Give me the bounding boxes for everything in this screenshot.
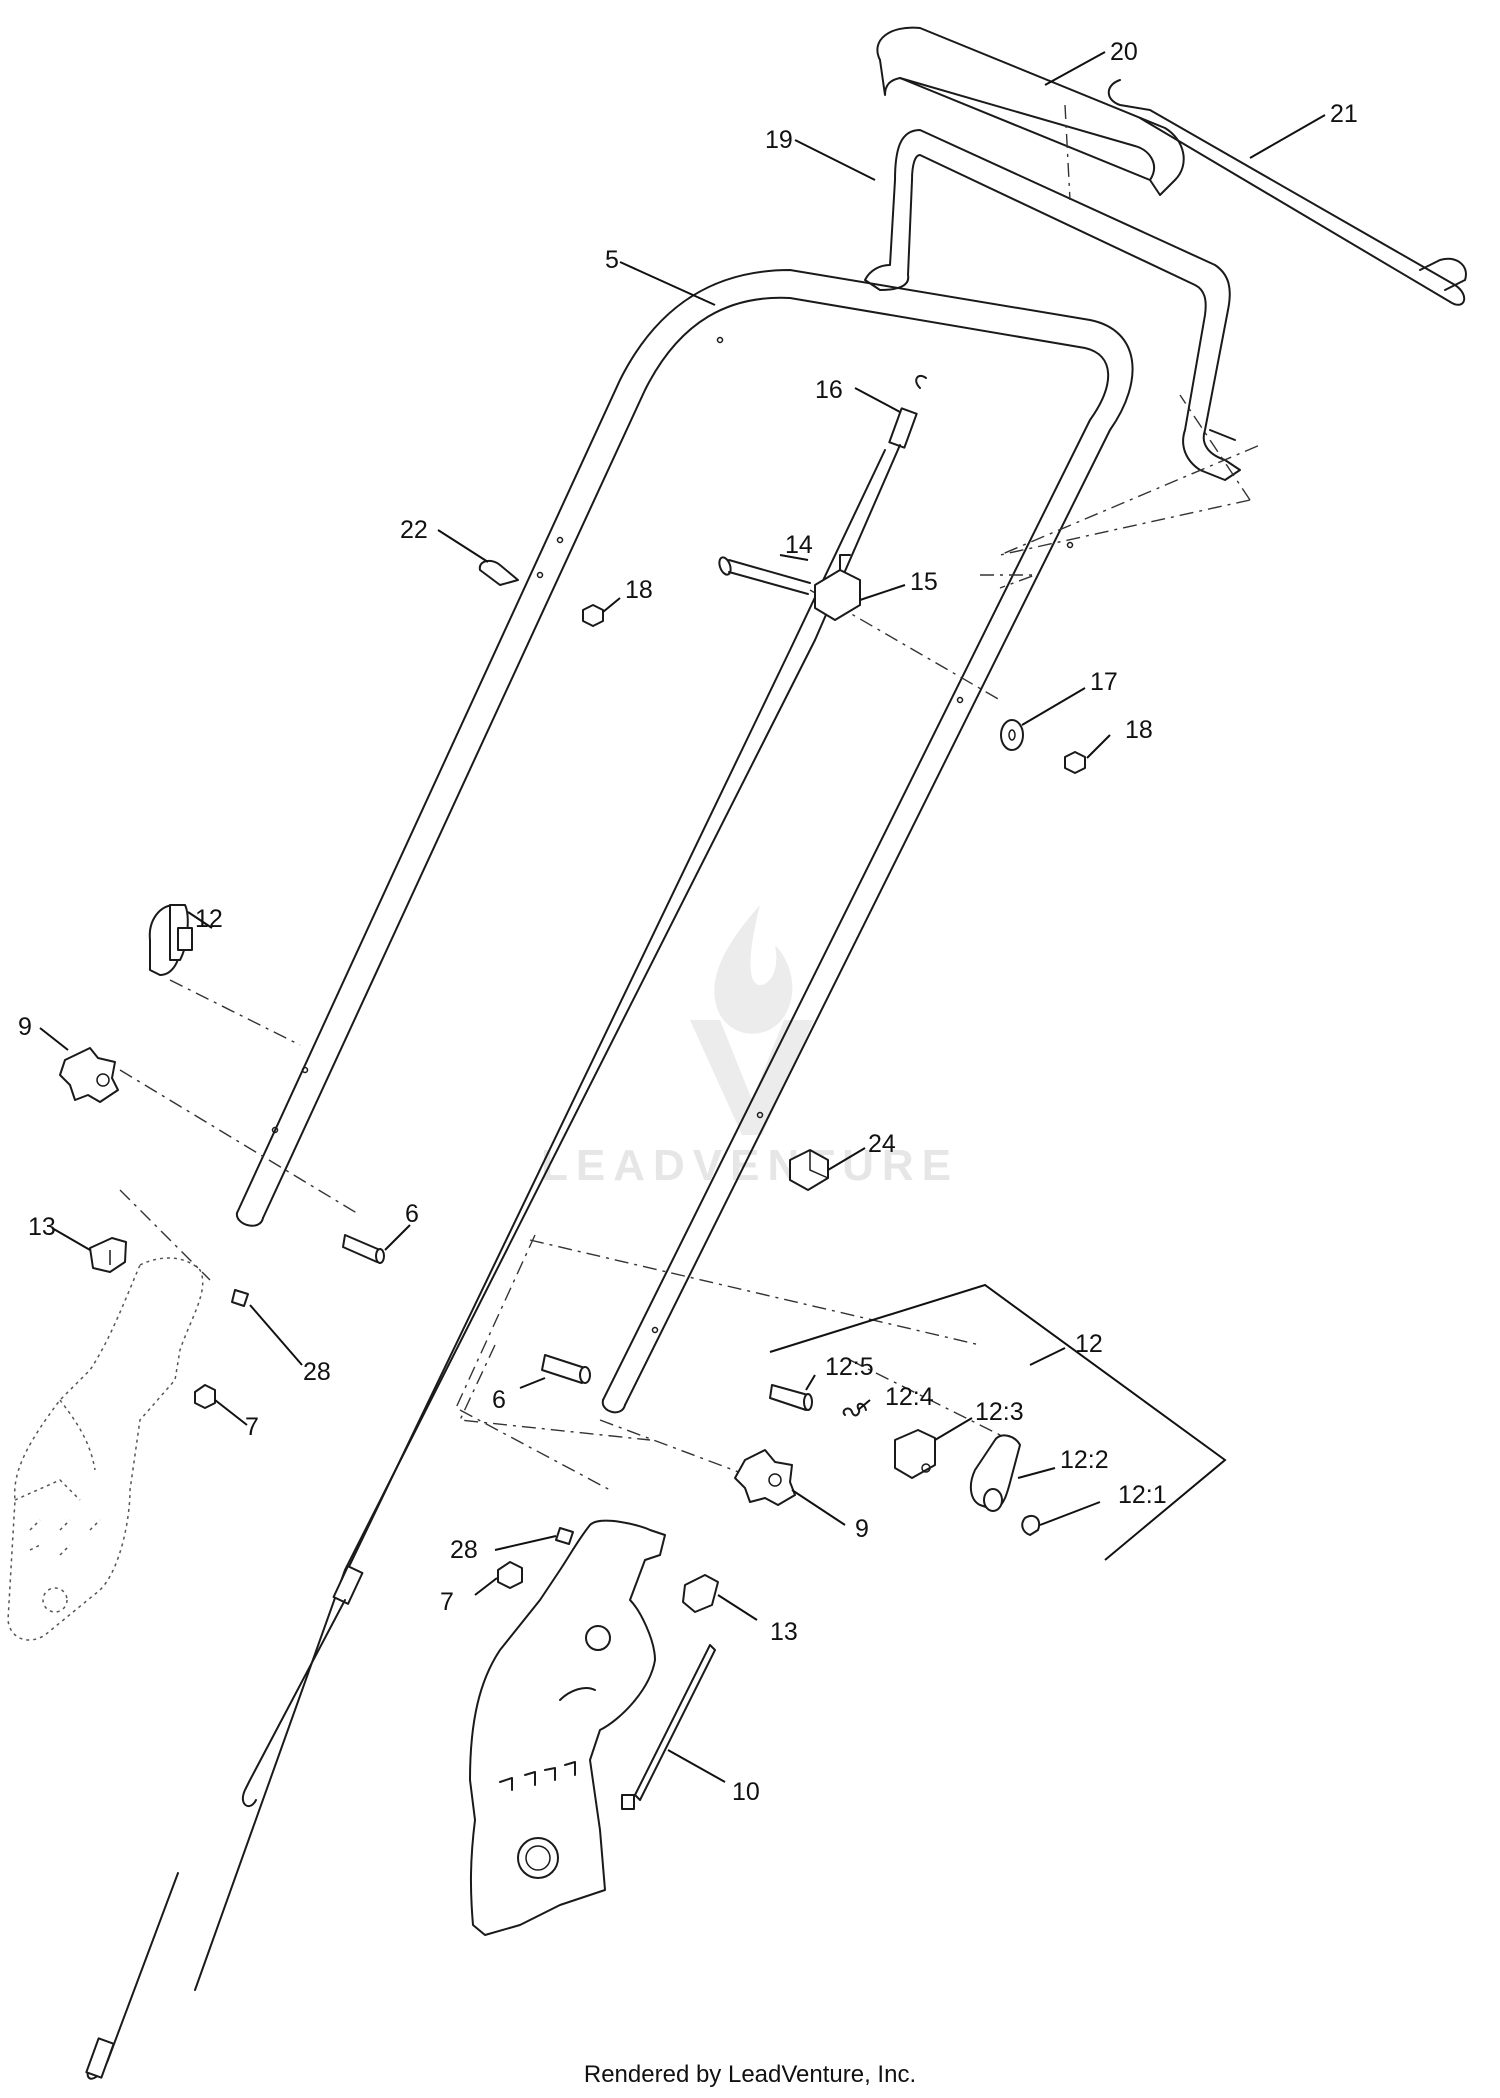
callout-13-left: 13 — [28, 1213, 56, 1241]
watermark-text: LEADVENTURE — [541, 1141, 959, 1190]
callout-12-1: 12:1 — [1118, 1481, 1167, 1509]
spacer-17 — [1000, 719, 1024, 751]
handle-grip-20 — [876, 26, 1185, 196]
cable-guide-15 — [814, 554, 861, 621]
callout-28-right: 28 — [450, 1536, 478, 1564]
footer-credit: Rendered by LeadVenture, Inc. — [584, 2061, 916, 2088]
callout-12-4: 12:4 — [885, 1383, 934, 1411]
pin-6-right — [541, 1354, 591, 1384]
star-knob-9-right — [734, 1449, 796, 1506]
bumper-13-right — [682, 1574, 719, 1613]
cable-clip-24 — [789, 1149, 829, 1191]
callout-13-right: 13 — [770, 1618, 798, 1646]
cable-rod-21 — [1107, 79, 1467, 306]
cable-tie-10 — [621, 1644, 716, 1810]
callout-labels: 5 20 21 19 16 22 14 15 18 17 18 12 9 24 … — [18, 38, 1358, 1806]
callout-12-left: 12 — [195, 905, 223, 933]
callout-22: 22 — [400, 516, 428, 544]
callout-18-left: 18 — [625, 576, 653, 604]
part-12-1-cap — [1021, 1514, 1041, 1536]
screw-28-left — [231, 1289, 249, 1307]
callout-16: 16 — [815, 376, 843, 404]
leader-lines — [39, 51, 1326, 1783]
callout-15: 15 — [910, 568, 938, 596]
watermark-flame-icon — [714, 905, 793, 1034]
nut-18-right — [1064, 751, 1086, 774]
callout-21: 21 — [1330, 100, 1358, 128]
pin-6-left — [342, 1234, 385, 1264]
bolt-14 — [718, 556, 1001, 701]
watermark: LEADVENTURE — [541, 905, 959, 1190]
part-12-4-spring — [842, 1402, 867, 1417]
callout-17: 17 — [1090, 668, 1118, 696]
part-12-5 — [769, 1384, 813, 1411]
side-plate-right — [469, 1519, 666, 1936]
callout-14: 14 — [785, 531, 813, 559]
callout-7-right: 7 — [440, 1588, 454, 1616]
star-knob-9-left — [59, 1047, 119, 1103]
upper-handle-5 — [235, 269, 1134, 1414]
callout-20: 20 — [1110, 38, 1138, 66]
bail-19 — [864, 129, 1241, 481]
callout-12-2: 12:2 — [1060, 1446, 1109, 1474]
nut-7-left — [194, 1384, 216, 1409]
callout-9-right: 9 — [855, 1515, 869, 1543]
screw-28-right — [555, 1527, 574, 1545]
side-plate-left — [7, 1257, 204, 1641]
part-12-3 — [894, 1429, 936, 1479]
callout-28-left: 28 — [303, 1358, 331, 1386]
callout-18-right: 18 — [1125, 716, 1153, 744]
callout-12-3: 12:3 — [975, 1398, 1024, 1426]
alignment-lines — [119, 104, 1261, 1491]
clip-22 — [478, 559, 519, 586]
callout-12-right: 12 — [1075, 1330, 1103, 1358]
callout-9-left: 9 — [18, 1013, 32, 1041]
nut-7-right — [497, 1561, 523, 1589]
callout-7-left: 7 — [245, 1413, 259, 1441]
callout-24: 24 — [868, 1130, 896, 1158]
bumper-13-left — [89, 1237, 127, 1273]
callout-5: 5 — [605, 246, 619, 274]
callout-10: 10 — [732, 1778, 760, 1806]
callout-6-right: 6 — [492, 1386, 506, 1414]
nut-18-left — [582, 604, 604, 627]
knob-assembly-12 — [769, 1283, 1227, 1561]
part-12-2-lever — [969, 1434, 1021, 1512]
callout-19: 19 — [765, 126, 793, 154]
control-cable-16 — [85, 374, 927, 2080]
knob-12-left — [148, 904, 193, 976]
watermark-v-icon — [690, 1020, 814, 1135]
callout-12-5: 12:5 — [825, 1353, 874, 1381]
callout-6-left: 6 — [405, 1200, 419, 1228]
